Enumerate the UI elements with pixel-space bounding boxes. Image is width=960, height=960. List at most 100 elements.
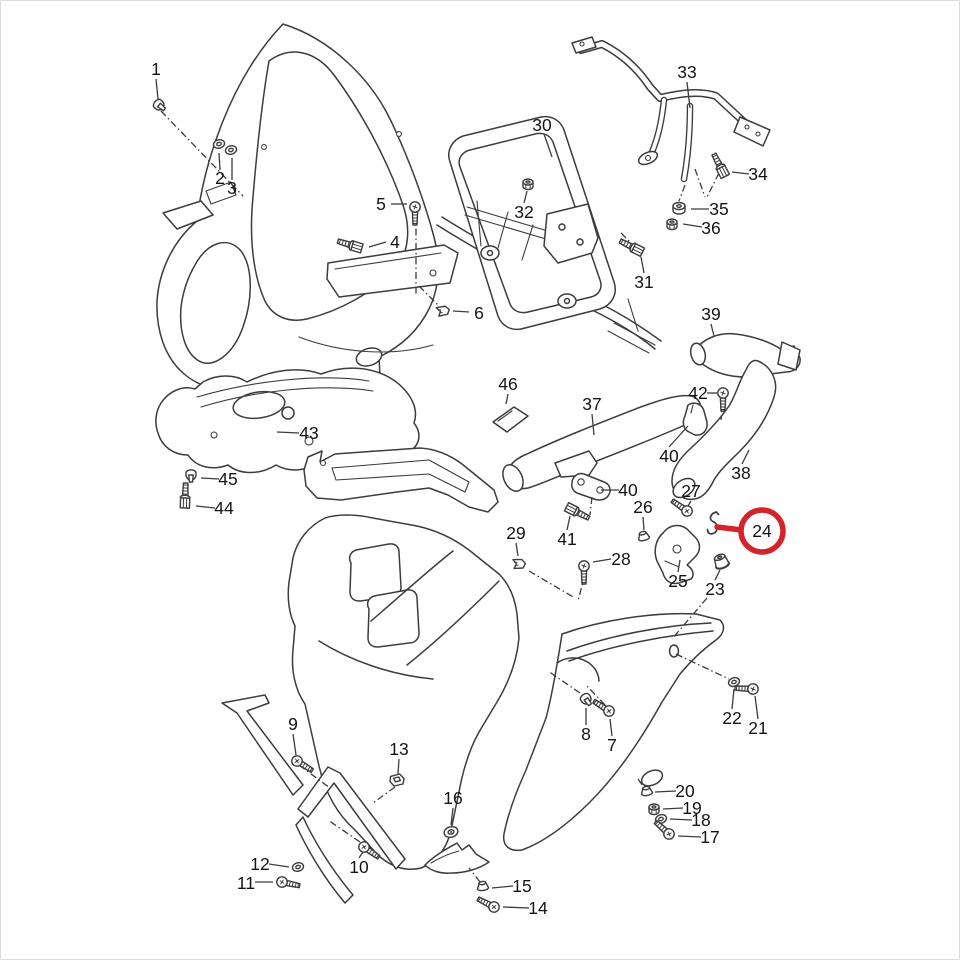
- leader-line: [687, 500, 692, 507]
- leader-line: [292, 733, 297, 756]
- fastener-screw-icon: [578, 560, 590, 585]
- leader-line: [591, 413, 595, 436]
- fastener-cap-icon: [476, 880, 490, 892]
- part-label-6: 6: [474, 303, 484, 323]
- dash-leader-line: [160, 110, 244, 197]
- leader-line: [677, 835, 702, 838]
- fastener-clip-icon: [512, 558, 527, 570]
- part-label-11: 11: [237, 873, 255, 893]
- lower-center-lip: [424, 842, 490, 874]
- dash-leader-line: [372, 786, 396, 804]
- leader-line: [491, 885, 514, 889]
- part-label-22: 22: [722, 708, 741, 728]
- leader-line: [686, 81, 691, 109]
- fastener-screw-icon: [358, 841, 381, 860]
- dash-leader-line: [584, 683, 606, 706]
- part-label-36: 36: [701, 218, 720, 238]
- fastener-screw-icon: [592, 698, 615, 717]
- leader-line: [155, 78, 159, 100]
- part-label-21: 21: [748, 718, 767, 738]
- leader-line: [452, 310, 470, 313]
- part-label-24-highlighted: 24: [752, 521, 772, 541]
- fastener-bolt-icon: [618, 238, 646, 258]
- fastener-washer-icon: [212, 138, 226, 150]
- leader-line: [682, 223, 703, 228]
- fastener-bolt-icon: [563, 501, 591, 521]
- part-label-5: 5: [376, 194, 386, 214]
- leader-line: [523, 190, 528, 204]
- part-label-45: 45: [218, 469, 237, 489]
- highlight-circle: [738, 507, 786, 555]
- part-label-14: 14: [528, 898, 548, 918]
- leader-line: [654, 790, 677, 793]
- fastener-bolt-icon: [711, 152, 731, 180]
- fairing-stay: [436, 115, 662, 354]
- part-label-28: 28: [611, 549, 630, 569]
- part-label-17: 17: [700, 827, 719, 847]
- leader-line: [397, 758, 400, 775]
- leader-line: [368, 241, 387, 248]
- dash-leader-line: [547, 670, 581, 694]
- fasteners: [152, 98, 759, 913]
- side-panel-right: [502, 612, 725, 852]
- fastener-rivet-icon: [185, 469, 197, 483]
- leader-line: [754, 695, 759, 720]
- part-label-26: 26: [633, 497, 652, 517]
- part-label-19: 19: [682, 798, 701, 818]
- leader-line: [502, 906, 530, 909]
- dash-leader-line: [589, 496, 593, 516]
- wedge-cushion: [492, 406, 529, 433]
- fastener-grommet2-icon: [443, 825, 459, 839]
- part-label-33: 33: [677, 62, 696, 82]
- part-label-40: 40: [618, 480, 638, 500]
- leader-line: [710, 323, 715, 337]
- leader-line: [515, 542, 519, 557]
- part-label-10: 10: [349, 857, 369, 877]
- fastener-cap-icon: [640, 785, 654, 797]
- part-label-9: 9: [288, 714, 298, 734]
- leader-line: [669, 818, 693, 821]
- leader-line: [731, 171, 750, 175]
- highlight-pointer: [714, 524, 745, 533]
- louver-1: [348, 543, 402, 602]
- air-duct-right: [671, 359, 777, 501]
- leader-line: [200, 477, 220, 480]
- part-label-39: 39: [701, 304, 720, 324]
- part-label-38: 38: [731, 463, 750, 483]
- part-label-7: 7: [607, 735, 617, 755]
- lower-chevron-panel: [295, 766, 406, 904]
- part-label-12: 12: [250, 854, 269, 874]
- leader-line: [543, 133, 553, 158]
- fastener-nut-icon: [666, 218, 678, 231]
- leader-line: [714, 569, 721, 581]
- highlight-layer: 24: [714, 507, 786, 555]
- part-label-4: 4: [390, 232, 400, 252]
- headlight-opening: [179, 241, 251, 364]
- fastener-clipnut-icon: [389, 773, 405, 787]
- part-label-18: 18: [691, 810, 710, 830]
- part-label-25: 25: [668, 571, 687, 591]
- dash-leader-line: [528, 570, 576, 599]
- fastener-washer-icon: [224, 144, 238, 156]
- fastener-nut-icon: [522, 178, 534, 191]
- side-panel-left: [287, 514, 520, 870]
- part-label-35: 35: [709, 199, 728, 219]
- leader-line: [276, 431, 300, 434]
- leader-line: [592, 558, 612, 563]
- fastener-rivet-icon: [579, 692, 593, 707]
- part-label-20: 20: [675, 781, 695, 801]
- part-label-2: 2: [215, 168, 225, 188]
- leader-line: [642, 516, 645, 531]
- fastener-screw-icon: [276, 876, 301, 889]
- part-label-15: 15: [512, 876, 531, 896]
- leader-line: [195, 505, 216, 509]
- fastener-screw-icon: [291, 755, 315, 773]
- part-label-13: 13: [389, 739, 408, 759]
- leader-line: [268, 863, 290, 868]
- part-label-37: 37: [582, 394, 601, 414]
- air-intake-scoop: [689, 332, 801, 378]
- part-label-23: 23: [705, 579, 724, 599]
- duct-bracket-upper: [682, 402, 708, 436]
- leader-line: [450, 807, 454, 826]
